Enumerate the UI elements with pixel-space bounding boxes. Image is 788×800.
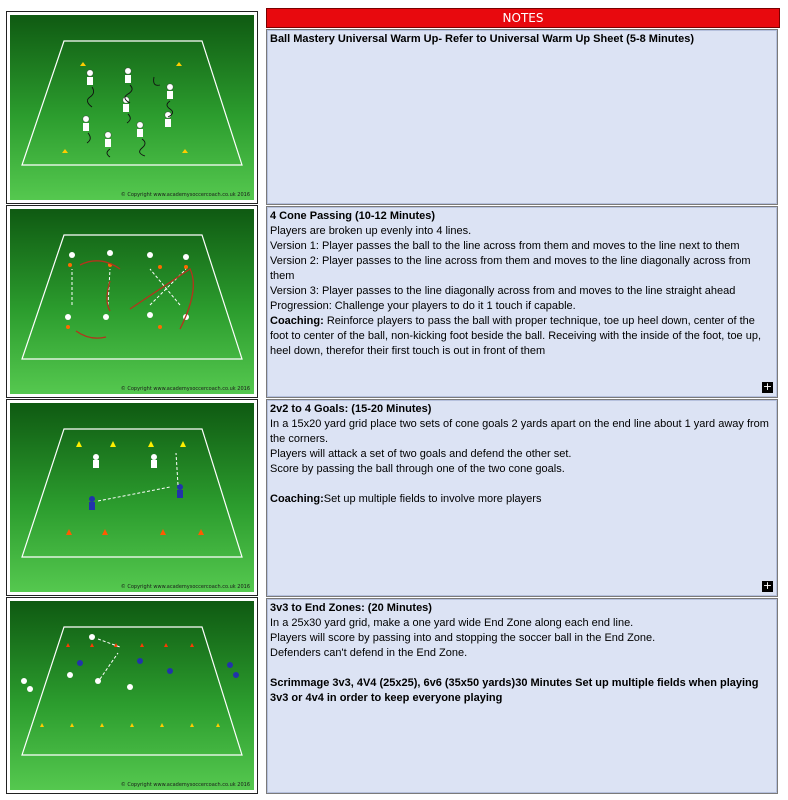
note-line: Version 3: Player passes to the line dia… [270,285,736,297]
note-line: Players will score by passing into and s… [270,632,656,644]
field-drawing [21,428,243,558]
spacer [270,477,774,492]
copyright-text: © Copyright www.academysoccercoach.co.uk… [120,192,250,198]
coaching-text: Reinforce players to pass the ball with … [270,315,762,357]
coaching-text: Set up multiple fields to involve more p… [323,493,542,505]
section-title: Ball Mastery Universal Warm Up- Refer to… [270,33,695,45]
coaching-label: Coaching: [270,315,324,327]
copyright-text: © Copyright www.academysoccercoach.co.uk… [120,584,250,590]
note-line: Defenders can't defend in the End Zone. [270,647,468,659]
note-line: Progression: Challenge your players to d… [270,300,576,312]
note-4-cone-passing[interactable]: 4 Cone Passing (10-12 Minutes) Players a… [266,206,778,398]
note-line: Players are broken up evenly into 4 line… [270,225,472,237]
note-line: Score by passing the ball through one of… [270,463,565,475]
note-line: In a 15x20 yard grid place two sets of c… [270,418,769,445]
diagram-ball-mastery: © Copyright www.academysoccercoach.co.uk… [6,11,258,204]
note-line: Players will attack a set of two goals a… [270,448,572,460]
expand-plus-icon[interactable]: + [762,579,773,592]
field-drawing [21,234,243,360]
scrimmage-text: Scrimmage 3v3, 4V4 (25x25), 6v6 (35x50 y… [270,677,759,704]
spacer [270,661,774,676]
copyright-text: © Copyright www.academysoccercoach.co.uk… [120,782,250,788]
note-line: Version 2: Player passes to the line acr… [270,255,751,282]
note-line: Version 1: Player passes the ball to the… [270,240,740,252]
coaching-paragraph: Coaching:Set up multiple fields to invol… [270,492,774,507]
diagram-3v3-end-zones: © Copyright www.academysoccercoach.co.uk… [6,597,258,794]
section-title: 3v3 to End Zones: (20 Minutes) [270,602,432,614]
section-title: 4 Cone Passing (10-12 Minutes) [270,210,436,222]
diagram-2v2-4-goals: © Copyright www.academysoccercoach.co.uk… [6,399,258,596]
note-2v2-4-goals[interactable]: 2v2 to 4 Goals: (15-20 Minutes) In a 15x… [266,399,778,597]
note-ball-mastery[interactable]: Ball Mastery Universal Warm Up- Refer to… [266,29,778,205]
notes-header: NOTES [266,8,780,28]
coaching-label: Coaching: [270,493,324,505]
section-title: 2v2 to 4 Goals: (15-20 Minutes) [270,403,432,415]
coaching-paragraph: Coaching: Reinforce players to pass the … [270,314,774,359]
copyright-text: © Copyright www.academysoccercoach.co.uk… [120,386,250,392]
expand-plus-icon[interactable]: + [762,380,773,393]
note-line: In a 25x30 yard grid, make a one yard wi… [270,617,634,629]
field-drawing [21,40,243,166]
note-3v3-end-zones[interactable]: 3v3 to End Zones: (20 Minutes) In a 25x3… [266,598,778,794]
field-drawing [21,626,243,756]
diagram-4-cone-passing: © Copyright www.academysoccercoach.co.uk… [6,205,258,398]
